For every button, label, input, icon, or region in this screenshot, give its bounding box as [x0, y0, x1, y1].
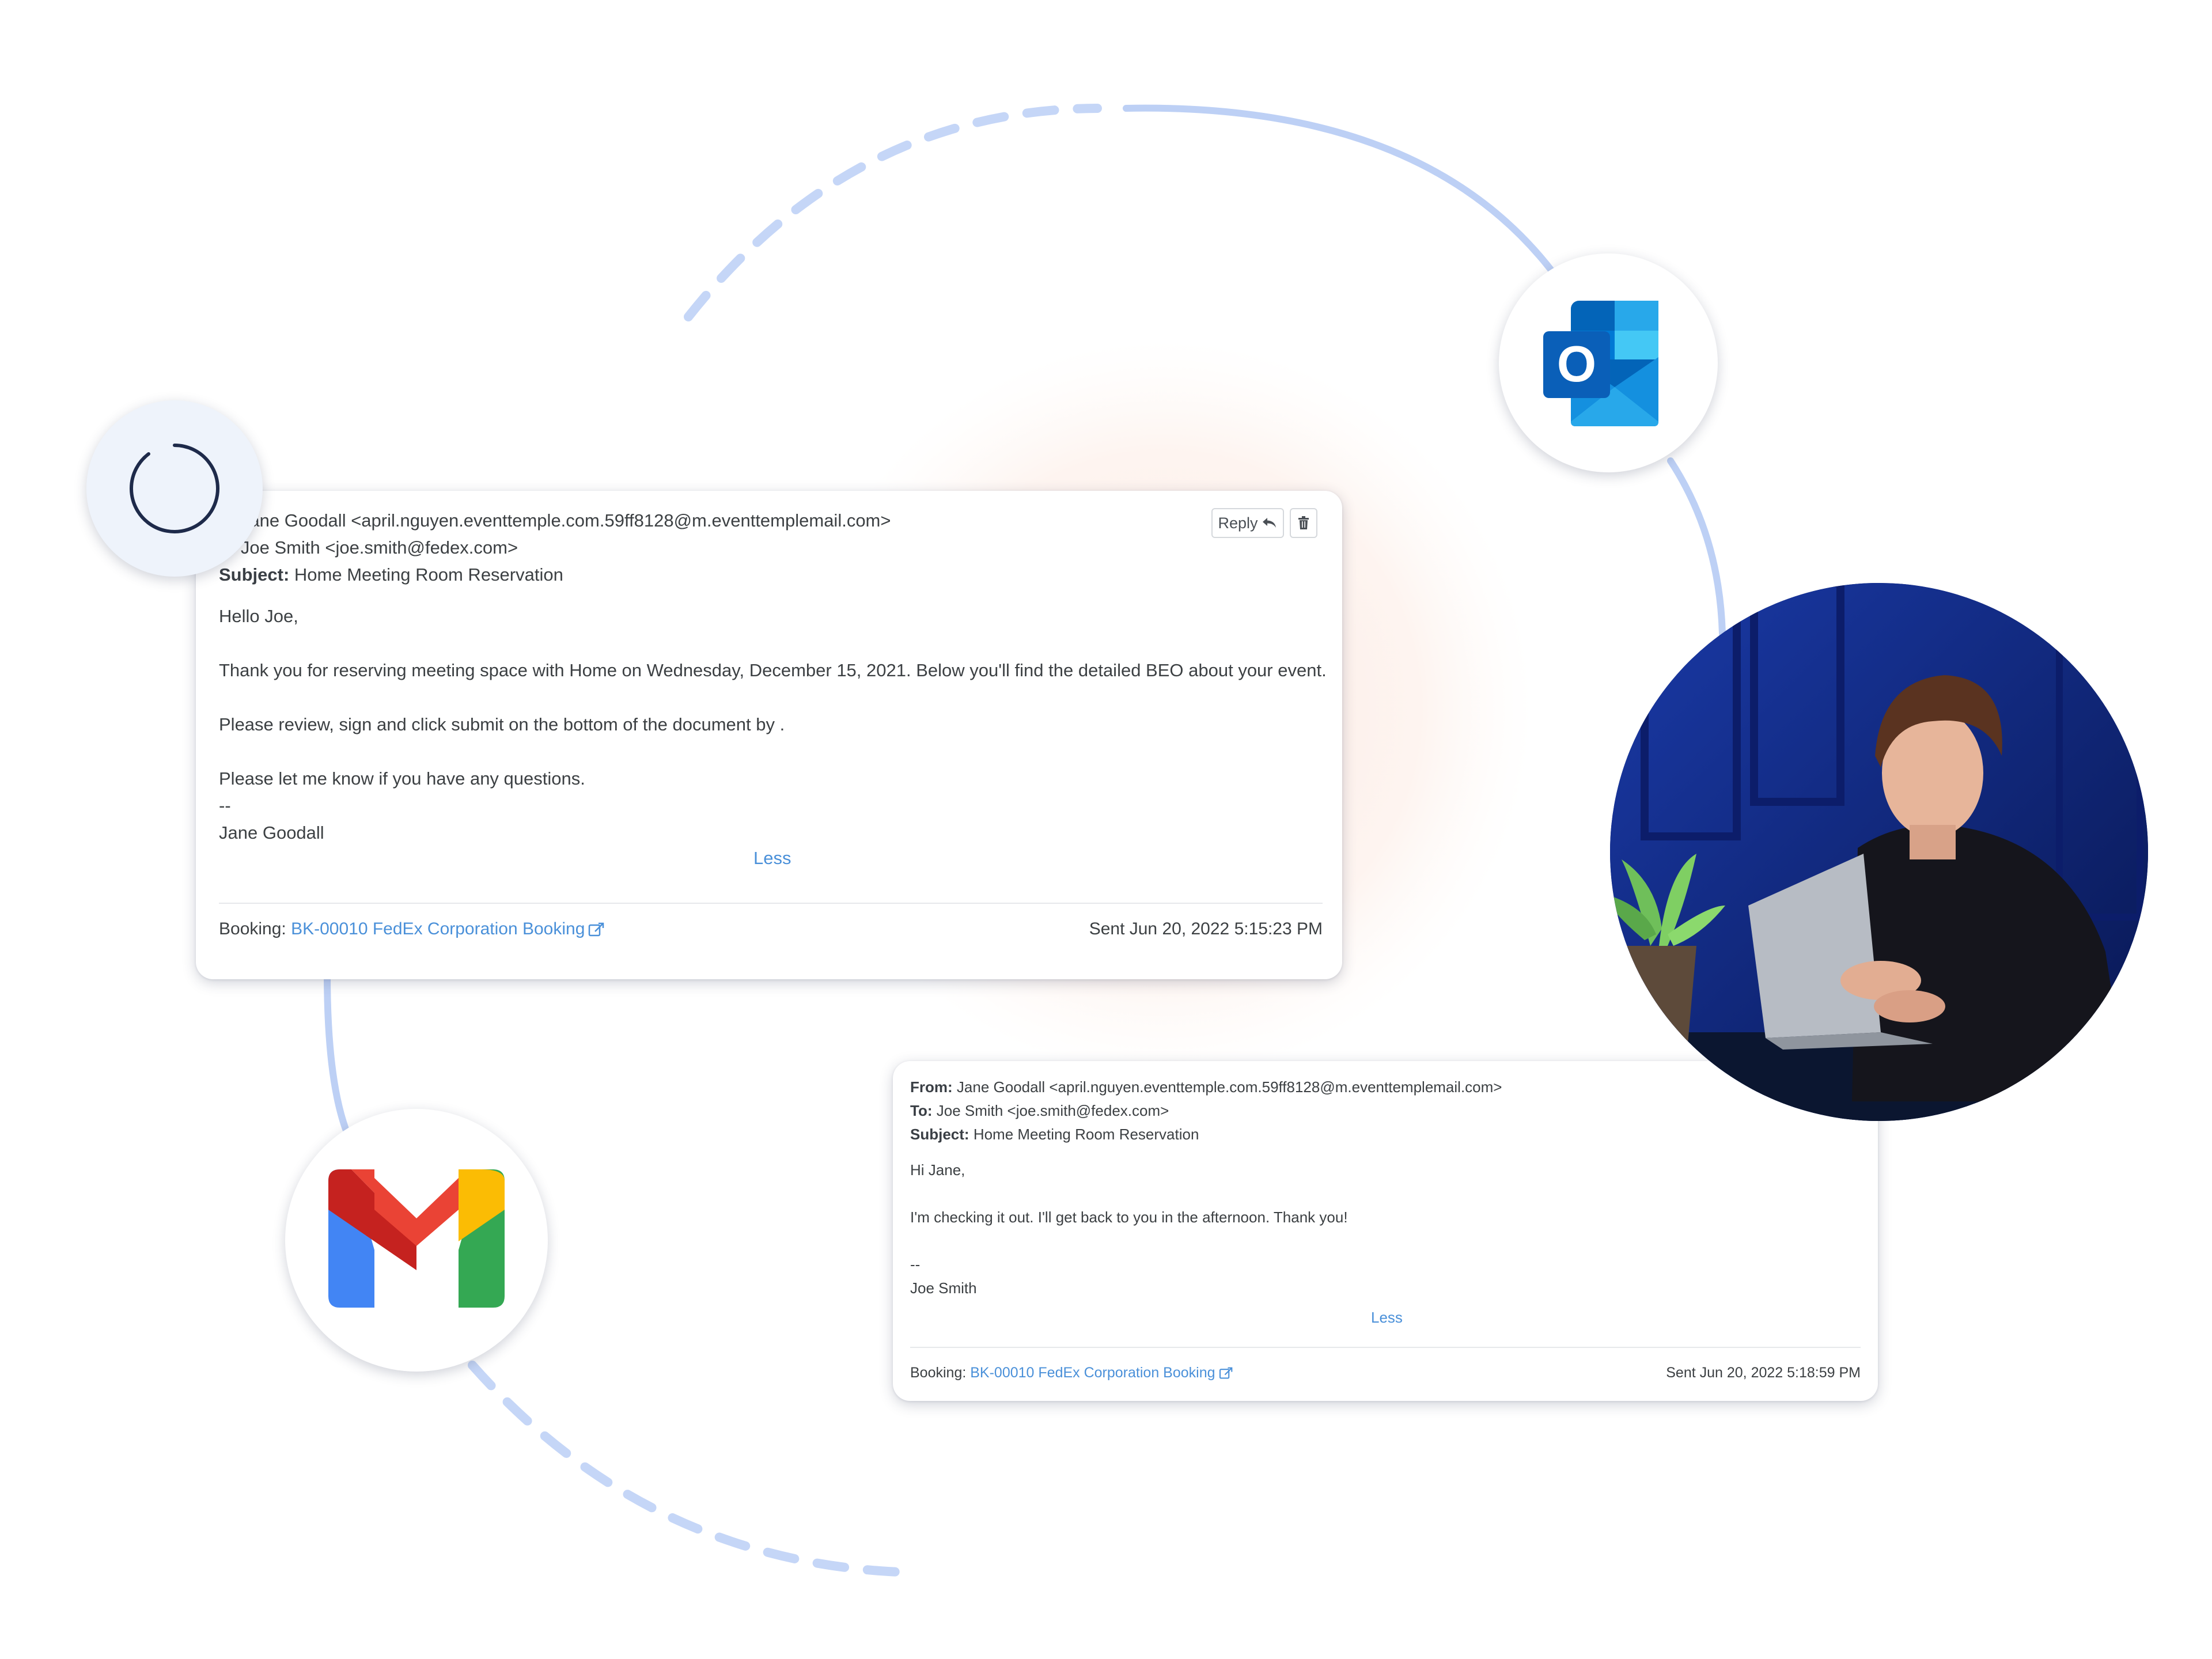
solid-orbit-left [324, 970, 349, 1132]
sent-timestamp: Sent Jun 20, 2022 5:15:23 PM [1089, 919, 1323, 938]
email-subject-row: Subject: Home Meeting Room Reservation [219, 565, 563, 585]
booking-label: Booking: [910, 1365, 967, 1381]
signature-separator: -- [219, 796, 231, 816]
email-card-sent: n: Jane Goodall <april.nguyen.eventtempl… [196, 491, 1342, 979]
solid-orbit-top [1123, 104, 1562, 283]
to-label: To: [910, 1102, 933, 1119]
solid-orbit-right [1667, 457, 1726, 637]
trash-icon [1298, 516, 1309, 529]
signature-separator: -- [910, 1256, 921, 1273]
booking-link[interactable]: BK-00010 FedEx Corporation Booking [291, 919, 585, 938]
delete-button[interactable] [1290, 508, 1317, 538]
email-to-row: o: Joe Smith <joe.smith@fedex.com> [219, 537, 518, 558]
to-value: Joe Smith <joe.smith@fedex.com> [240, 537, 518, 558]
reply-arrow-icon [1262, 518, 1276, 528]
subject-value: Home Meeting Room Reservation [294, 565, 563, 585]
booking-row: Booking: BK-00010 FedEx Corporation Book… [219, 919, 605, 939]
external-link-icon[interactable] [1219, 1367, 1234, 1380]
svg-text:O: O [1557, 335, 1596, 392]
loading-indicator [86, 400, 263, 577]
subject-value: Home Meeting Room Reservation [973, 1126, 1199, 1143]
email-to-row: To: Joe Smith <joe.smith@fedex.com> [910, 1102, 1169, 1120]
divider [910, 1347, 1861, 1348]
dashed-orbit-top [684, 104, 1102, 321]
email-signature: Joe Smith [910, 1279, 977, 1297]
external-link-icon[interactable] [588, 922, 605, 937]
less-toggle-link[interactable]: Less [753, 848, 791, 868]
reply-label: Reply [1218, 514, 1258, 532]
loading-spinner-icon [130, 444, 219, 533]
from-label: From: [910, 1078, 953, 1096]
booking-row: Booking: BK-00010 FedEx Corporation Book… [910, 1365, 1234, 1381]
subject-label: Subject: [910, 1126, 969, 1143]
email-paragraph: Please review, sign and click submit on … [219, 714, 785, 734]
email-card-reply: From: Jane Goodall <april.nguyen.eventte… [893, 1061, 1878, 1401]
user-photo [1610, 583, 2148, 1121]
booking-link[interactable]: BK-00010 FedEx Corporation Booking [970, 1365, 1215, 1381]
subject-label: Subject: [219, 565, 290, 585]
less-toggle-link[interactable]: Less [1371, 1309, 1403, 1326]
divider [219, 903, 1323, 904]
dashed-orbit-bottom [468, 1361, 921, 1577]
to-value: Joe Smith <joe.smith@fedex.com> [936, 1102, 1169, 1119]
email-signature: Jane Goodall [219, 823, 324, 843]
person-with-laptop-image [1610, 583, 2148, 1121]
sent-timestamp: Sent Jun 20, 2022 5:18:59 PM [1666, 1365, 1861, 1381]
email-greeting: Hello Joe, [219, 606, 298, 626]
email-greeting: Hi Jane, [910, 1161, 965, 1179]
email-paragraph: Please let me know if you have any quest… [219, 768, 585, 789]
email-from-row: From: Jane Goodall <april.nguyen.eventte… [910, 1078, 1502, 1096]
reply-button[interactable]: Reply [1211, 508, 1284, 538]
from-value: Jane Goodall <april.nguyen.eventtemple.c… [240, 510, 891, 531]
email-paragraph: Thank you for reserving meeting space wi… [219, 660, 1327, 680]
gmail-badge [285, 1109, 548, 1372]
outlook-badge: O [1499, 253, 1718, 472]
email-from-row: n: Jane Goodall <april.nguyen.eventtempl… [219, 510, 891, 531]
gmail-logo [328, 1169, 505, 1308]
email-subject-row: Subject: Home Meeting Room Reservation [910, 1126, 1199, 1143]
email-paragraph: I'm checking it out. I'll get back to yo… [910, 1209, 1348, 1226]
booking-label: Booking: [219, 919, 286, 938]
outlook-logo: O [1543, 301, 1658, 426]
from-value: Jane Goodall <april.nguyen.eventtemple.c… [956, 1078, 1502, 1096]
